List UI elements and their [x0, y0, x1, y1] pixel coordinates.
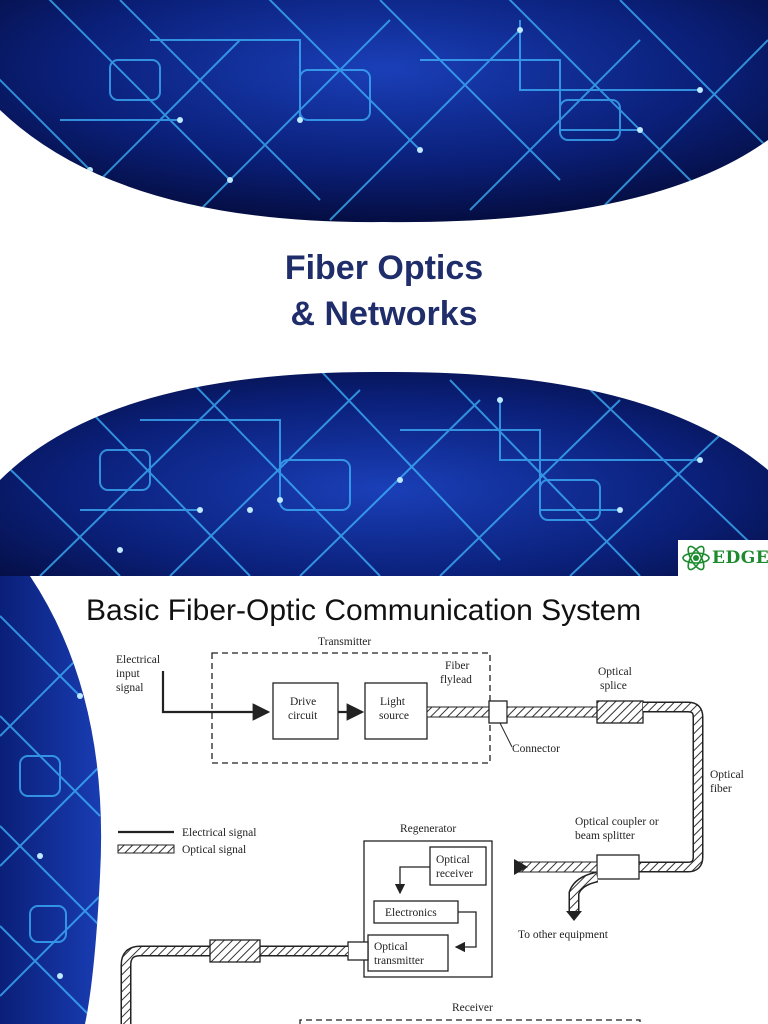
- legend-optical-line: [117, 844, 175, 854]
- optical-splice-label-2: splice: [600, 680, 627, 692]
- receiver-to-electronics-line: [394, 866, 430, 895]
- slide-title-line-1: Fiber Optics: [284, 249, 484, 287]
- optical-receiver-label-2: receiver: [436, 868, 473, 880]
- branch-fiber: [570, 873, 598, 911]
- content-slide: Basic Fiber-Optic Communication System T…: [0, 576, 768, 1024]
- receiver-box: [299, 1019, 641, 1024]
- drive-circuit-label-1: Drive: [290, 696, 316, 708]
- fiber-flylead-label-1: Fiber: [445, 660, 469, 672]
- optical-fiber-outline: [620, 701, 704, 873]
- optical-transmitter-label-2: transmitter: [374, 955, 424, 967]
- optical-fiber-label-1: Optical: [710, 769, 744, 781]
- circuit-background-left: [0, 576, 102, 1024]
- title-slide: Fiber Optics & Networks: [0, 0, 768, 576]
- transmitter-label: Transmitter: [318, 636, 371, 648]
- optical-fiber-label-2: fiber: [710, 783, 732, 795]
- coupler-label-2: beam splitter: [575, 830, 635, 842]
- legend-optical-label: Optical signal: [182, 844, 246, 856]
- optical-transmitter-box: [367, 934, 449, 972]
- circuit-background-top: [0, 0, 768, 223]
- optical-splice: [596, 700, 644, 724]
- optical-fiber-fill: [620, 703, 702, 871]
- electrical-input-label-1: Electrical: [116, 654, 160, 666]
- electronics-label: Electronics: [385, 907, 437, 919]
- circuit-background-bottom: [0, 371, 768, 576]
- light-source-label-2: source: [379, 710, 409, 722]
- connector-label: Connector: [512, 743, 560, 755]
- fiber-flylead-label-2: flylead: [440, 674, 472, 686]
- electronics-to-transmitter-line: [454, 911, 477, 953]
- output-splice: [209, 939, 261, 963]
- edge-logo: EDGE: [678, 540, 768, 576]
- connector: [488, 700, 508, 724]
- electrical-input-line: [161, 671, 271, 721]
- receiver-label: Receiver: [452, 1002, 493, 1014]
- atom-icon: [682, 545, 710, 571]
- electrical-input-label-2: input: [116, 668, 140, 680]
- optical-receiver-box: [429, 846, 487, 886]
- light-source-label-1: Light: [380, 696, 406, 708]
- slide-title-line-2: & Networks: [290, 295, 478, 333]
- optical-coupler: [596, 854, 640, 880]
- optical-fiber-segment-1: [506, 706, 598, 718]
- light-source-box: [364, 682, 428, 740]
- logo-text: EDGE: [712, 548, 768, 568]
- optical-receiver-label-1: Optical: [436, 854, 470, 866]
- optical-transmitter-label-1: Optical: [374, 941, 408, 953]
- regenerator-label: Regenerator: [400, 823, 456, 835]
- optical-splice-label-1: Optical: [598, 666, 632, 678]
- arrow-into-receiver: [514, 859, 528, 875]
- regenerator-box: [363, 840, 493, 978]
- fiber-optic-system-diagram: Transmitter Electrical input signal Driv…: [116, 636, 744, 1024]
- output-fiber-fill: [122, 947, 348, 1024]
- fiber-flylead: [426, 706, 490, 718]
- legend-electrical-label: Electrical signal: [182, 827, 256, 839]
- coupler-label-1: Optical coupler or: [575, 816, 659, 828]
- output-connector: [347, 941, 369, 961]
- to-other-equipment-label: To other equipment: [518, 929, 609, 941]
- drive-circuit-label-2: circuit: [288, 710, 318, 722]
- slide-title: Basic Fiber-Optic Communication System: [86, 594, 642, 627]
- electrical-input-label-3: signal: [116, 682, 143, 694]
